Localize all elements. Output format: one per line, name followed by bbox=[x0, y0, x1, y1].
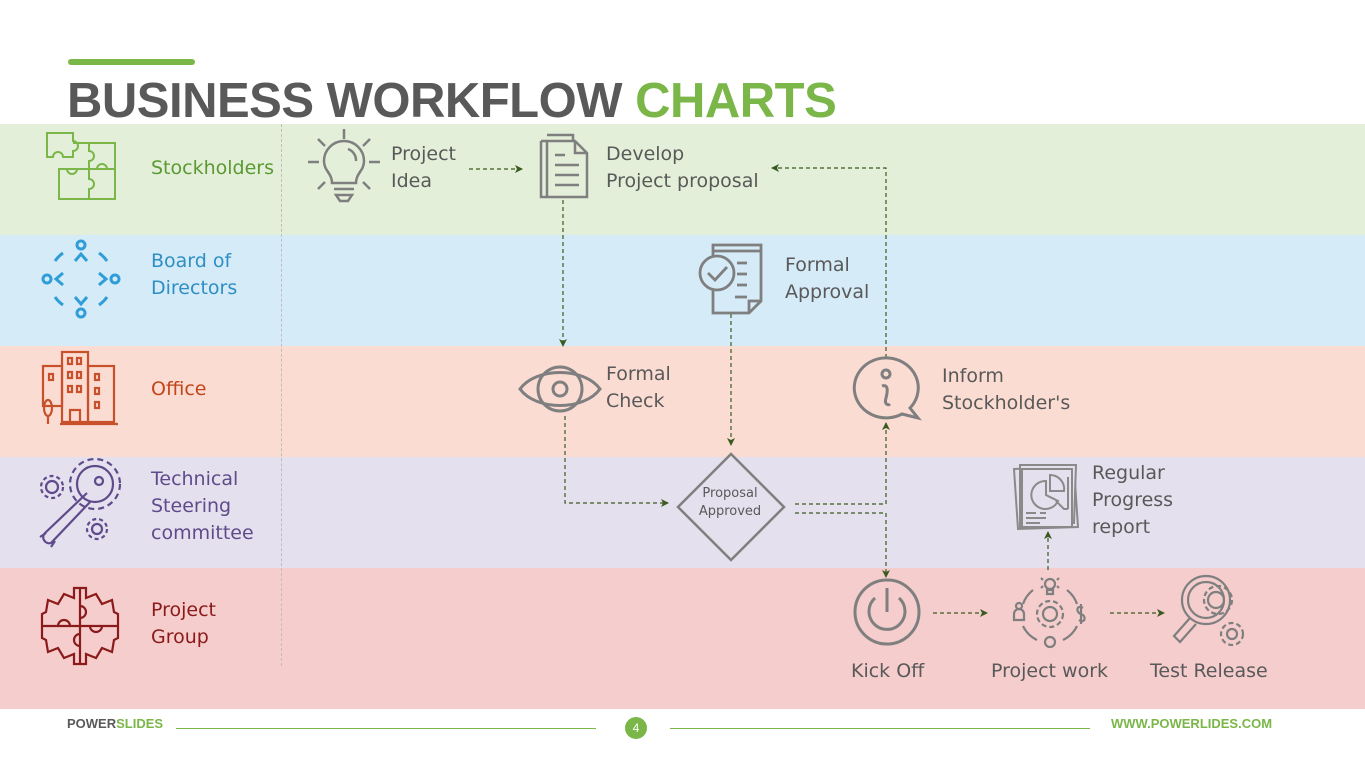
node-label-inform-stockholders: Inform Stockholder's bbox=[942, 365, 1071, 414]
arrow-check-to-decision bbox=[564, 416, 669, 507]
title-main: BUSINESS WORKFLOW bbox=[67, 74, 636, 128]
power-icon bbox=[853, 578, 921, 646]
footer-brand-left: POWER bbox=[67, 716, 117, 731]
slide-title: BUSINESS WORKFLOW CHARTS bbox=[67, 72, 837, 130]
puzzle-pieces-icon bbox=[46, 132, 116, 200]
node-label-project-work: Project work bbox=[991, 660, 1109, 682]
lightbulb-icon bbox=[308, 129, 380, 203]
footer-url[interactable]: WWW.POWERLIDES.COM bbox=[1111, 716, 1273, 731]
title-accent-bar bbox=[68, 59, 195, 65]
lane-project-group bbox=[0, 568, 1365, 709]
node-label-formal-check: Formal Check bbox=[606, 363, 671, 412]
lane-label-office: Office bbox=[151, 378, 207, 400]
arrow-decision-to-inform bbox=[795, 422, 890, 505]
team-circle-icon bbox=[41, 239, 121, 319]
footer-line-right bbox=[670, 728, 1090, 729]
footer-brand-right: SLIDES bbox=[116, 716, 164, 731]
gear-puzzle-icon bbox=[40, 586, 120, 666]
lane-stockholders bbox=[0, 124, 1365, 235]
arrow-inform-to-proposal bbox=[771, 164, 887, 358]
lane-office bbox=[0, 346, 1365, 457]
lane-label-board: Board of Directors bbox=[151, 250, 238, 299]
lane-label-project-group: Project Group bbox=[151, 599, 217, 648]
node-label-develop-proposal: Develop Project proposal bbox=[606, 143, 759, 192]
page-number: 4 bbox=[625, 717, 647, 739]
node-label-project-idea: Project Idea bbox=[391, 143, 457, 192]
office-building-icon bbox=[41, 350, 118, 426]
eye-icon bbox=[518, 365, 602, 413]
lane-board bbox=[0, 235, 1365, 346]
node-label-progress-report: Regular Progress report bbox=[1092, 462, 1174, 538]
decision-label: Proposal Approved bbox=[698, 486, 762, 519]
decision-diamond bbox=[676, 452, 786, 562]
node-label-formal-approval: Formal Approval bbox=[785, 254, 870, 303]
lane-label-technical: Technical Steering committee bbox=[151, 468, 254, 544]
title-highlight: CHARTS bbox=[635, 74, 837, 128]
report-chart-icon bbox=[1012, 464, 1080, 531]
footer-line-left bbox=[176, 728, 596, 729]
lane-divider bbox=[281, 124, 282, 666]
node-label-kick-off: Kick Off bbox=[851, 660, 925, 682]
gear-cycle-icon bbox=[1012, 577, 1086, 649]
lane-label-stockholders: Stockholders bbox=[151, 157, 274, 179]
node-label-test-release: Test Release bbox=[1150, 660, 1268, 682]
approved-document-icon bbox=[698, 243, 763, 315]
arrow-decision-to-kickoff bbox=[795, 512, 890, 578]
document-icon bbox=[539, 133, 589, 199]
info-bubble-icon bbox=[852, 356, 922, 421]
wrench-gears-icon bbox=[39, 457, 122, 548]
magnifier-gear-icon bbox=[1172, 574, 1245, 647]
footer-brand: POWERSLIDES bbox=[67, 716, 163, 731]
